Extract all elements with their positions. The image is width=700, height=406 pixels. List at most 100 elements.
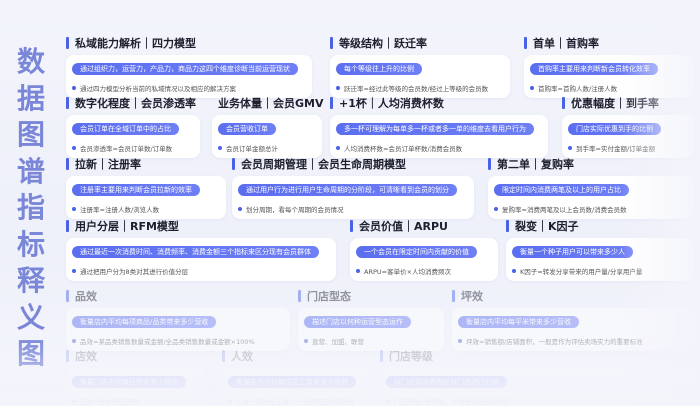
vertical-title-char: 图 (16, 337, 45, 370)
bullet-dot-icon (336, 146, 340, 150)
card-formula: 到手率=实付金额/订单金额 (576, 145, 656, 153)
card-store-format: 门店型态 描述门店以何种运营型态运作 直营、加盟、联营 (298, 289, 444, 351)
card-cups-per-member: +1杯｜人均消费杯数 多一杯可理解为每单多一杯或者多一单的维度去看用户行为 人均… (330, 96, 548, 158)
card-definition: 描述门店以何种运营型态运作 (304, 316, 411, 328)
card-store-level: 门店等级 以门店营收等指标对门店进行分级 门店等级=按营收、坪效等指标综合评定 (380, 349, 694, 406)
card-formula: 会员渗透率=会员订单数/订单数 (80, 145, 173, 153)
bullet-dot-icon (304, 339, 308, 343)
card-title: 数字化程度｜会员渗透率 (75, 97, 196, 110)
card-formula: 门店等级=按营收、坪效等指标综合评定 (394, 398, 510, 406)
bullet-dot-icon (228, 399, 232, 403)
card-member-lifecycle-model: 会员周期管理｜会员生命周期模型 通过用户行为进行用户生命周期的分阶段，可清晰看到… (232, 157, 474, 219)
card-definition: 一个会员在限定时间内贡献的价值 (356, 246, 477, 258)
card-formula: 品效=某品类销售数量或金额/全品类销售数量或金额×100% (80, 338, 255, 346)
card-discount-received-rate: 优惠幅度｜到手率 门店实际优惠到手的比例 到手率=实付金额/订单金额 (562, 96, 694, 158)
bullet-dot-icon (494, 207, 498, 211)
card-formula: 通过四力模型分析当前的私域情况以及相应的解决方案 (80, 85, 236, 93)
vertical-title-char: 谱 (16, 154, 45, 188)
bullet-dot-icon (568, 146, 572, 150)
bullet-dot-icon (512, 269, 516, 273)
card-definition: 通过最近一次消费时间、消费频率、消费金额三个指标来区分现有会员群体 (72, 246, 319, 258)
card-title: 裂变｜K因子 (515, 220, 579, 233)
card-title: +1杯｜人均消费杯数 (339, 97, 444, 110)
vertical-title-char: 义 (16, 300, 45, 334)
card-definition: 通过用户行为进行用户生命周期的分阶段，可清晰看到会员的划分 (238, 184, 457, 196)
card-formula: 人效=营收/员工数，一般按月或按年计算 (236, 398, 355, 406)
card-title: 门店型态 (307, 290, 351, 303)
card-definition: 会员营收订单 (218, 123, 276, 135)
bullet-dot-icon (356, 269, 360, 273)
vertical-title-char: 图 (16, 118, 45, 151)
card-formula: 复购率=消费两笔及以上会员数/消费会员数 (502, 206, 627, 214)
card-rfm-model: 用户分层｜RFM模型 通过最近一次消费时间、消费频率、消费金额三个指标来区分现有… (66, 219, 336, 281)
card-formula: 通过把用户分为8类对其进行价值分层 (80, 268, 189, 276)
card-title: 第二单｜复购率 (497, 158, 574, 171)
card-level-transition-rate: 等级结构｜跃迁率 每个等级往上升的比例 跃迁率=经过此等级的会员数/经过上等级的… (330, 36, 510, 98)
card-title: 用户分层｜RFM模型 (75, 220, 179, 233)
card-definition: 多一杯可理解为每单多一杯或者多一单的维度去看用户行为 (336, 123, 534, 135)
vertical-title: 数 据 图 谱 指 标 释 义 图 (6, 44, 56, 373)
card-four-forces-model: 私域能力解析｜四力模型 通过组织力，运营力，产品力，商品力这四个维度诊断当前运营… (66, 36, 312, 98)
card-title: 品效 (75, 290, 97, 303)
card-title: 坪效 (461, 290, 483, 303)
card-formula: 直营、加盟、联营 (312, 338, 364, 346)
card-title: 会员周期管理｜会员生命周期模型 (241, 158, 406, 171)
card-member-arpu: 会员价值｜ARPU 一个会员在限定时间内贡献的价值 ARPU=客单价×人均消费频… (350, 219, 498, 281)
card-definition: 通过组织力，运营力，产品力，商品力这四个维度诊断当前运营现状 (72, 63, 298, 75)
card-definition: 衡量店内平均每平米带来多少营收 (458, 316, 579, 328)
vertical-title-char: 据 (16, 81, 45, 115)
card-definition: 会员订单在全域订单中的占比 (72, 123, 179, 135)
bullet-dot-icon (72, 399, 76, 403)
card-definition: 每个等级往上升的比例 (336, 63, 422, 75)
card-store-efficiency: 店效 衡量门店平均每日带来多少营收 店效=营收/开店天数 (66, 349, 206, 406)
card-title: 优惠幅度｜到手率 (571, 97, 659, 110)
card-formula: 划分周期，看每个周期的会员情况 (246, 206, 344, 214)
card-title: 首单｜首购率 (533, 37, 599, 50)
card-formula: 注册率=注册人数/浏览人数 (80, 206, 160, 214)
card-definition: 门店实际优惠到手的比例 (568, 123, 661, 135)
card-registration-rate: 拉新｜注册率 注册率主要用来判断会员拉新的效率 注册率=注册人数/浏览人数 (66, 157, 226, 219)
card-formula: 跃迁率=经过此等级的会员数/经过上等级的会员数 (344, 85, 489, 93)
card-formula: 会员订单金额总计 (226, 145, 278, 153)
card-formula: ARPU=客单价×人均消费频次 (364, 268, 452, 276)
card-formula: 店效=营收/开店天数 (80, 398, 140, 406)
card-formula: 坪效=销售额/店铺面积，一般是作为评估卖场实力的重要标准 (466, 338, 643, 346)
bullet-dot-icon (238, 207, 242, 211)
card-first-purchase-rate: 首单｜首购率 首购率主要用来判断新会员转化效率 首购率=首购人数/注册人数 (524, 36, 694, 98)
bullet-dot-icon (72, 339, 76, 343)
card-title: 门店等级 (389, 350, 433, 363)
vertical-title-char: 释 (16, 264, 45, 297)
card-k-factor: 裂变｜K因子 衡量一个种子用户可以带来多少人 K因子=转发分享带来的用户量/分享… (506, 219, 694, 281)
vertical-title-char: 数 (16, 45, 45, 78)
card-title: 拉新｜注册率 (75, 158, 141, 171)
bullet-dot-icon (72, 269, 76, 273)
card-title: 业务体量｜会员GMV (218, 97, 324, 110)
bullet-dot-icon (72, 86, 76, 90)
bullet-dot-icon (458, 339, 462, 343)
card-product-efficiency: 品效 衡量店内平均每项商品/品类带来多少营收 品效=某品类销售数量或金额/全品类… (66, 289, 290, 351)
card-repurchase-rate: 第二单｜复购率 限定时间内消费两笔及以上的用户占比 复购率=消费两笔及以上会员数… (488, 157, 694, 219)
card-member-penetration-rate: 数字化程度｜会员渗透率 会员订单在全域订单中的占比 会员渗透率=会员订单数/订单… (66, 96, 200, 158)
card-title: 等级结构｜跃迁率 (339, 37, 427, 50)
card-floor-efficiency: 坪效 衡量店内平均每平米带来多少营收 坪效=销售额/店铺面积，一般是作为评估卖场… (452, 289, 694, 351)
card-definition: 注册率主要用来判断会员拉新的效率 (72, 184, 200, 196)
bullet-dot-icon (72, 207, 76, 211)
card-member-gmv: 业务体量｜会员GMV 会员营收订单 会员订单金额总计 (212, 96, 324, 158)
card-definition: 首购率主要用来判断新会员转化效率 (530, 63, 658, 75)
card-title: 会员价值｜ARPU (359, 220, 448, 233)
card-title: 店效 (75, 350, 97, 363)
bullet-dot-icon (336, 86, 340, 90)
card-title: 私域能力解析｜四力模型 (75, 37, 196, 50)
card-formula: K因子=转发分享带来的用户量/分享用户量 (520, 268, 643, 276)
bullet-dot-icon (530, 86, 534, 90)
card-definition: 衡量一个种子用户可以带来多少人 (512, 246, 633, 258)
vertical-title-char: 标 (16, 227, 45, 261)
bullet-dot-icon (72, 146, 76, 150)
bullet-dot-icon (218, 146, 222, 150)
card-formula: 人均消费杯数=会员订单杯数/消费会员数 (344, 145, 463, 153)
card-definition: 限定时间内消费两笔及以上的用户占比 (494, 184, 629, 196)
card-staff-efficiency: 人效 衡量店内平均每位员工带来多少营收 人效=营收/员工数，一般按月或按年计算 (222, 349, 372, 406)
card-definition: 衡量门店平均每日带来多少营收 (72, 376, 186, 388)
vertical-title-char: 指 (16, 191, 45, 224)
card-definition: 衡量店内平均每位员工带来多少营收 (228, 376, 356, 388)
